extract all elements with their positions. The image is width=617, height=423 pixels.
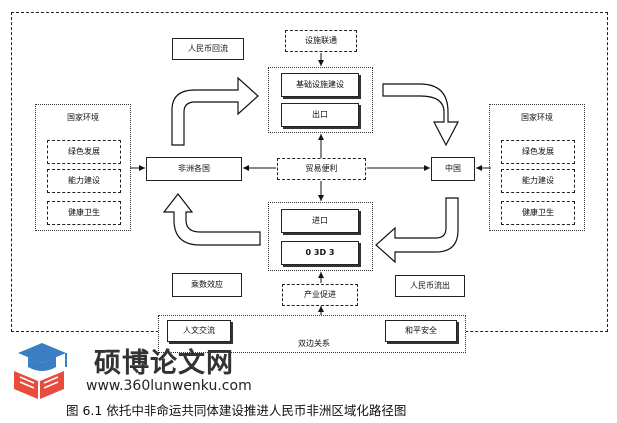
- label-infrastructure-connect: 设施联通: [285, 30, 357, 52]
- box-import: 进口: [281, 209, 359, 233]
- watermark-url: www.360lunwenku.com: [86, 378, 252, 394]
- box-industry-promotion: 产业促进: [282, 284, 358, 306]
- box-trade-facilitation: 贸易便利: [277, 158, 366, 180]
- label-rmb-return: 人民币回流: [172, 38, 244, 60]
- right-panel-title: 国家环境: [521, 113, 553, 122]
- node-china: 中国: [431, 157, 475, 181]
- arrow-africa-to-top: [171, 76, 259, 146]
- figure-caption: 图 6.1 依托中非命运共同体建设推进人民币非洲区域化路径图: [66, 403, 407, 418]
- box-garbled-label: 0 3D 3: [281, 241, 359, 265]
- left-panel-item-health: 健康卫生: [47, 201, 121, 225]
- watermark-site-name: 硕博论文网: [94, 348, 234, 379]
- right-panel-item-capacity: 能力建设: [501, 169, 575, 193]
- bilateral-panel: 人文交流 双边关系 和平安全: [158, 315, 466, 353]
- right-panel-item-health: 健康卫生: [501, 201, 575, 225]
- right-panel: 国家环境 绿色发展 能力建设 健康卫生: [489, 104, 585, 231]
- arrow-china-to-bottom: [375, 197, 459, 264]
- left-panel-item-green: 绿色发展: [47, 140, 121, 164]
- bilateral-label: 双边关系: [298, 339, 330, 348]
- node-africa: 非洲各国: [146, 157, 242, 181]
- watermark-logo-icon: [14, 343, 67, 399]
- box-people-exchange: 人文交流: [167, 320, 231, 342]
- left-panel: 国家环境 绿色发展 能力建设 健康卫生: [35, 104, 131, 231]
- box-peace-security: 和平安全: [385, 320, 457, 342]
- box-infrastructure-building: 基础设施建设: [281, 73, 359, 97]
- right-panel-item-green: 绿色发展: [501, 140, 575, 164]
- left-panel-item-capacity: 能力建设: [47, 169, 121, 193]
- bottom-center-group: 进口 0 3D 3: [268, 202, 373, 271]
- arrow-top-to-china: [382, 83, 459, 147]
- label-multiplier-effect: 乘数效应: [172, 273, 242, 297]
- box-export: 出口: [281, 103, 359, 127]
- top-center-group: 基础设施建设 出口: [268, 67, 373, 133]
- label-rmb-outflow: 人民币流出: [395, 275, 465, 297]
- left-panel-title: 国家环境: [67, 113, 99, 122]
- arrow-bottom-to-africa: [162, 193, 261, 246]
